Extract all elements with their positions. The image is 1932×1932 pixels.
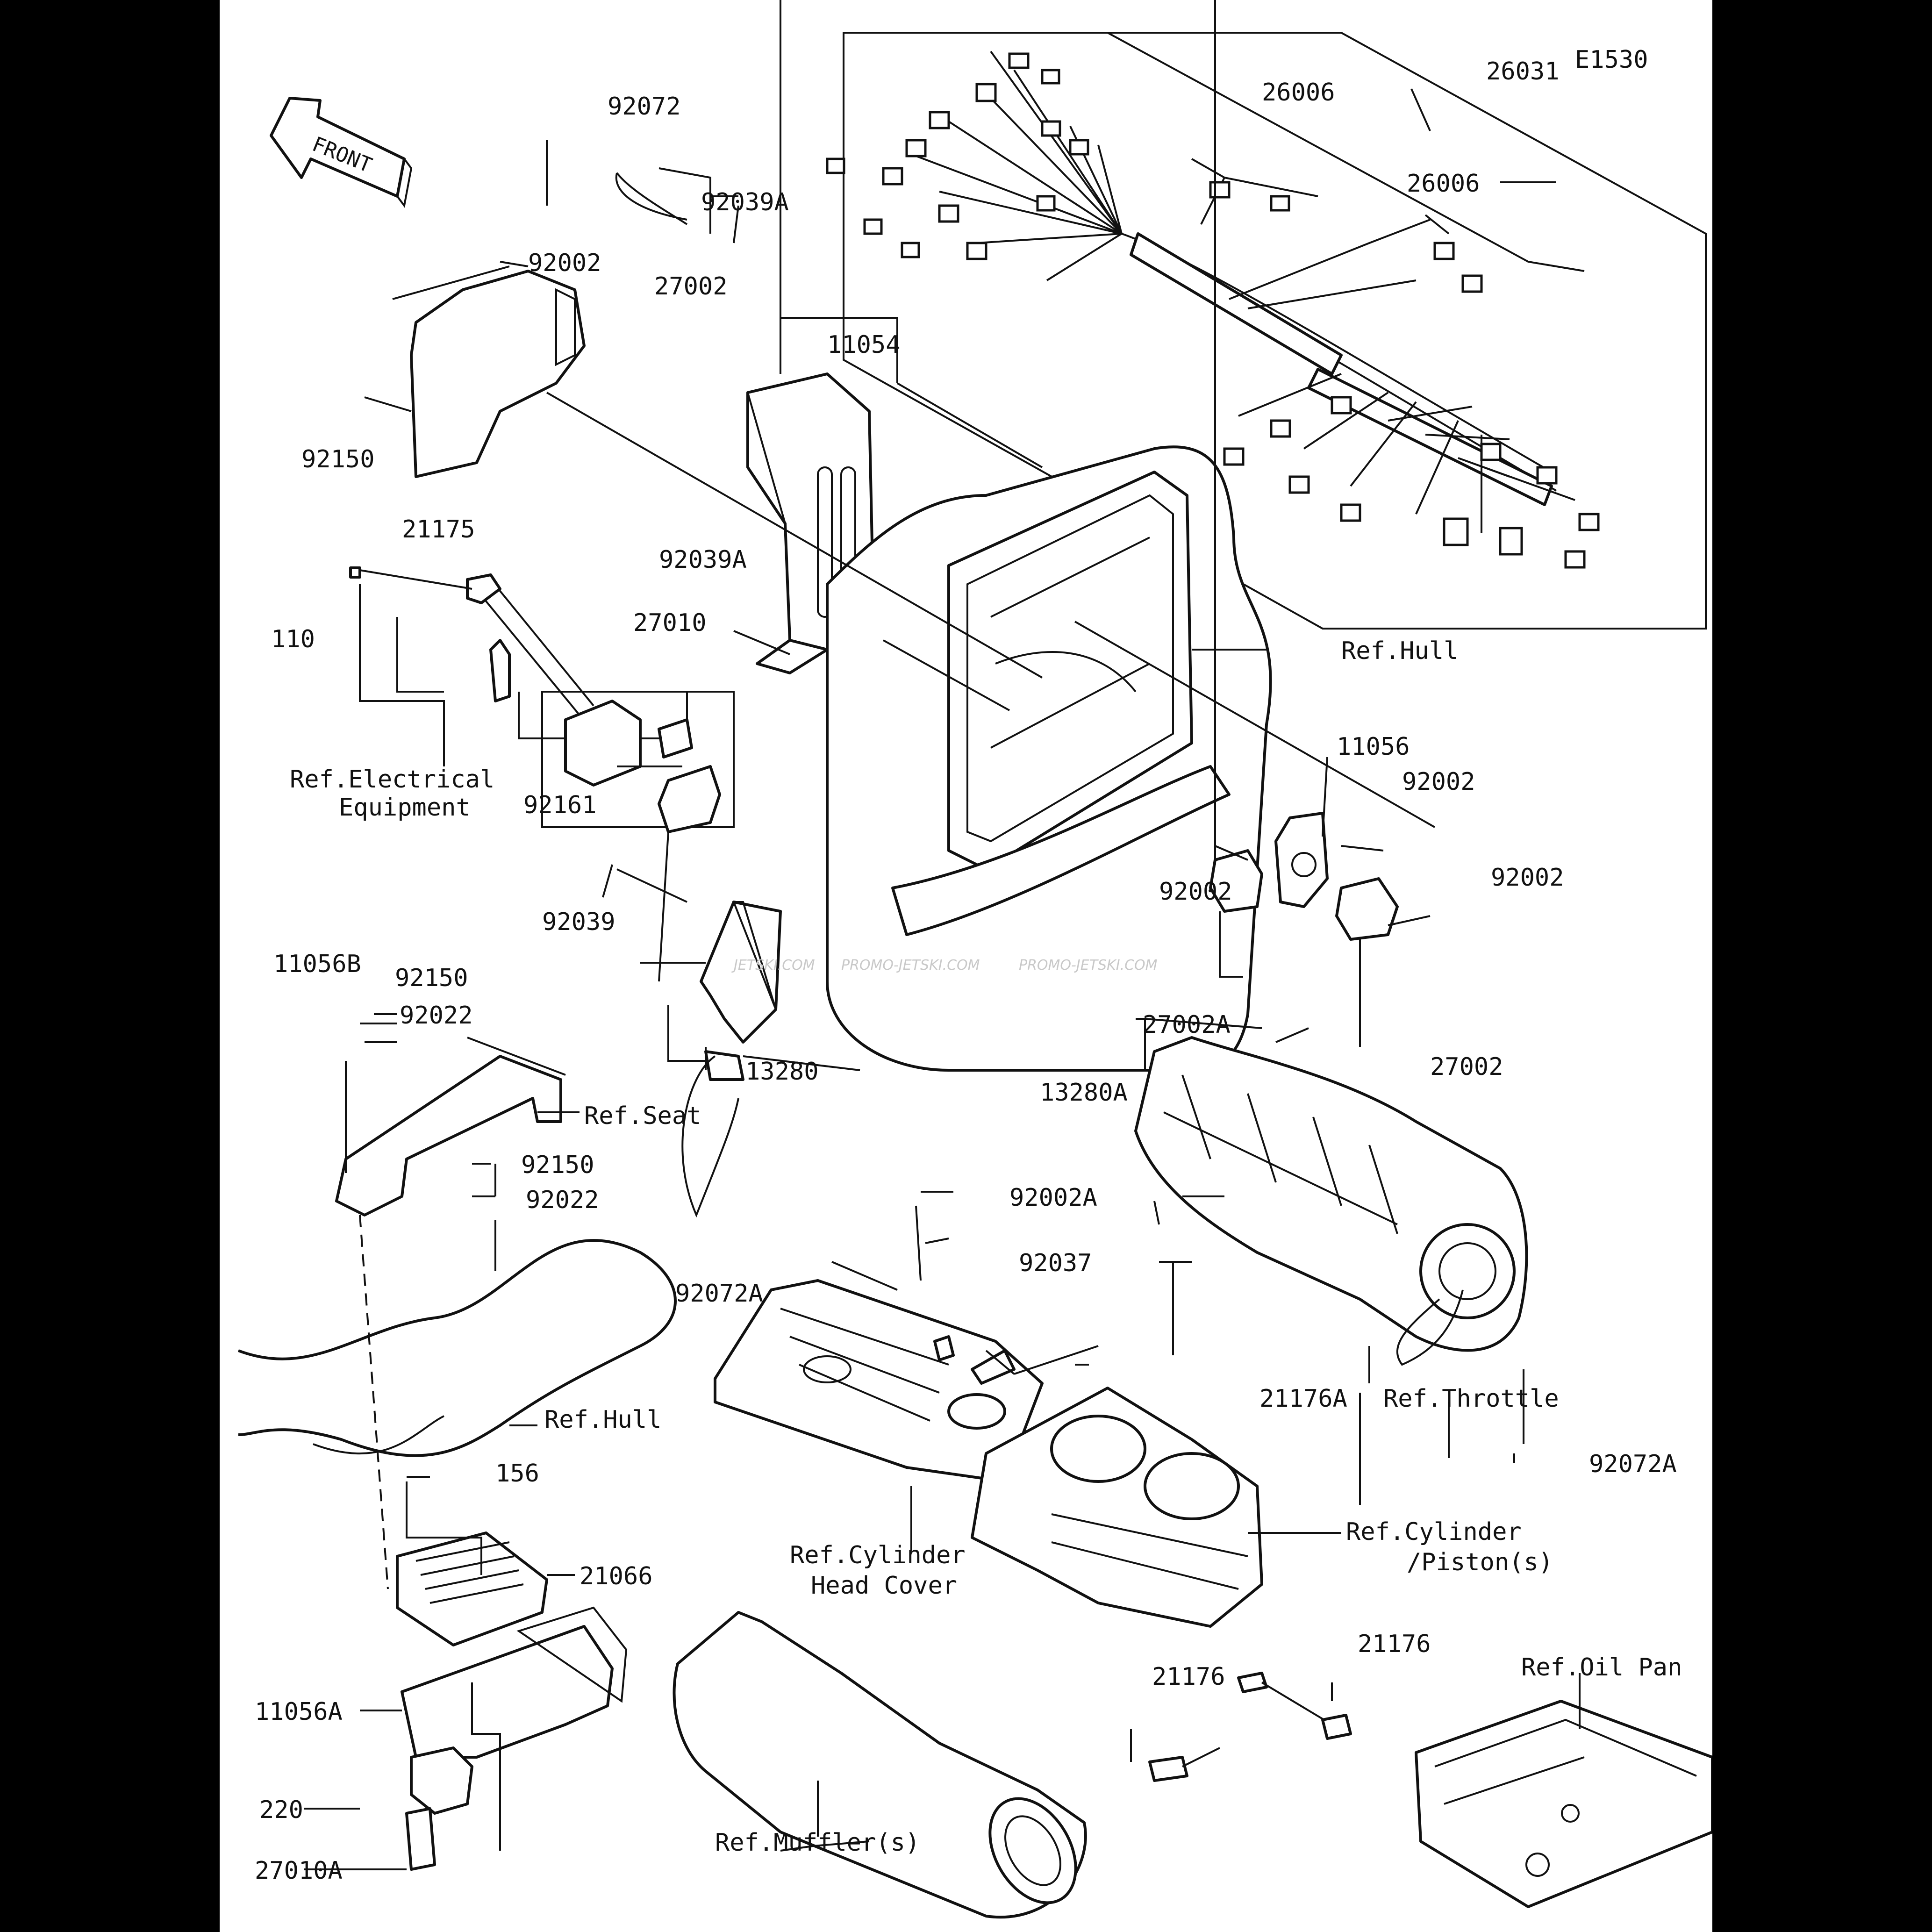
wire-harness-group: [826, 32, 1707, 630]
watermark-1: JETSKI.COM: [731, 957, 815, 973]
cylinder-head-cover: [714, 1279, 1044, 1483]
label-26031: 26031: [1486, 57, 1560, 86]
label-27002A: 27002A: [1143, 1011, 1231, 1039]
label-92022-mid: 92022: [400, 1002, 473, 1030]
label-92161: 92161: [523, 791, 597, 819]
label-92002-r3: 92002: [1491, 864, 1564, 892]
relay-27010-group: [471, 579, 735, 833]
ecu-21175: [364, 261, 586, 478]
label-21176A: 21176A: [1259, 1385, 1347, 1413]
hull-upper: [826, 445, 1272, 1072]
label-21175: 21175: [402, 515, 475, 544]
ref-cylinder-head-cover-line1: Ref.Cylinder: [790, 1541, 966, 1569]
throttle-body: [1134, 1036, 1528, 1352]
label-27010: 27010: [633, 609, 707, 637]
bracket-11056: [1209, 812, 1399, 941]
label-92150-mid: 92150: [395, 964, 468, 992]
label-92002A: 92002A: [1009, 1184, 1097, 1212]
label-92037: 92037: [1019, 1249, 1092, 1277]
muffler: [673, 1611, 1087, 1918]
label-92150-top: 92150: [301, 445, 375, 473]
label-11056A: 11056A: [255, 1698, 343, 1726]
bracket-11056B: [700, 901, 782, 1081]
label-11056: 11056: [1337, 733, 1410, 761]
leader-lines: [304, 0, 1585, 1870]
hull-lower: [237, 1215, 677, 1589]
label-110: 110: [271, 625, 315, 653]
label-92039A-mid: 92039A: [659, 546, 747, 574]
ref-throttle: Ref.Throttle: [1383, 1385, 1559, 1413]
label-92022-low: 92022: [526, 1186, 599, 1214]
watermark: JETSKI.COM PROMO-JETSKI.COM PROMO-JETSKI…: [731, 957, 1158, 973]
front-arrow: FRONT: [270, 97, 413, 208]
label-13280: 13280: [745, 1058, 819, 1086]
label-21176-a: 21176: [1152, 1663, 1225, 1691]
label-92002-r2: 92002: [1159, 878, 1232, 906]
oil-pan: [1415, 1700, 1712, 1908]
regulator-21066: [396, 1531, 628, 1759]
label-21066: 21066: [580, 1562, 653, 1590]
watermark-2: PROMO-JETSKI.COM: [841, 957, 980, 973]
label-26006-a: 26006: [1262, 79, 1335, 107]
label-92002-top: 92002: [528, 249, 601, 277]
cable-ties: [615, 172, 1464, 1366]
parts-diagram-sheet: FRONT: [220, 0, 1712, 1932]
seat-bracket: [335, 1037, 566, 1216]
label-92039: 92039: [542, 908, 615, 936]
label-92002-r1: 92002: [1402, 768, 1475, 796]
label-27010A: 27010A: [255, 1857, 343, 1885]
ref-cylinder-piston-line1: Ref.Cylinder: [1346, 1518, 1522, 1546]
ref-electrical-line1: Ref.Electrical: [290, 766, 494, 794]
ref-electrical-line2: Equipment: [339, 794, 471, 822]
label-11056B: 11056B: [273, 950, 361, 978]
label-156: 156: [495, 1460, 539, 1488]
label-27002-right: 27002: [1430, 1053, 1503, 1081]
ref-cylinder-piston-line2: /Piston(s): [1407, 1548, 1553, 1576]
part-labels: E1530 26031 26006 26006 92072 92039A 920…: [255, 46, 1682, 1885]
ref-oil-pan: Ref.Oil Pan: [1521, 1653, 1682, 1682]
ref-muffler: Ref.Muffler(s): [715, 1829, 920, 1857]
label-11054: 11054: [827, 331, 901, 359]
ref-cylinder-head-cover-line2: Head Cover: [811, 1572, 957, 1600]
ref-hull-upper: Ref.Hull: [1341, 637, 1458, 665]
sensors-21176: [933, 1335, 1352, 1782]
label-220: 220: [259, 1796, 303, 1824]
label-92072: 92072: [608, 93, 681, 121]
watermark-3: PROMO-JETSKI.COM: [1019, 957, 1158, 973]
ref-hull-lower: Ref.Hull: [544, 1406, 661, 1434]
relay-27010A: [405, 1746, 473, 1871]
parts-diagram-svg: FRONT: [237, 0, 1712, 1918]
label-13280A: 13280A: [1040, 1079, 1128, 1107]
small-electrical-parts: [349, 566, 511, 702]
label-92072A-right: 92072A: [1589, 1450, 1677, 1478]
label-26006-b: 26006: [1407, 170, 1480, 198]
label-21176-b: 21176: [1358, 1630, 1431, 1658]
ref-seat: Ref.Seat: [584, 1102, 701, 1130]
label-27002-top: 27002: [654, 272, 728, 301]
diagram-code: E1530: [1575, 46, 1648, 74]
label-92150-low: 92150: [521, 1151, 594, 1179]
cylinder-piston: [971, 1387, 1263, 1628]
label-92072A-left: 92072A: [675, 1280, 763, 1308]
label-92039A-top: 92039A: [701, 188, 789, 216]
